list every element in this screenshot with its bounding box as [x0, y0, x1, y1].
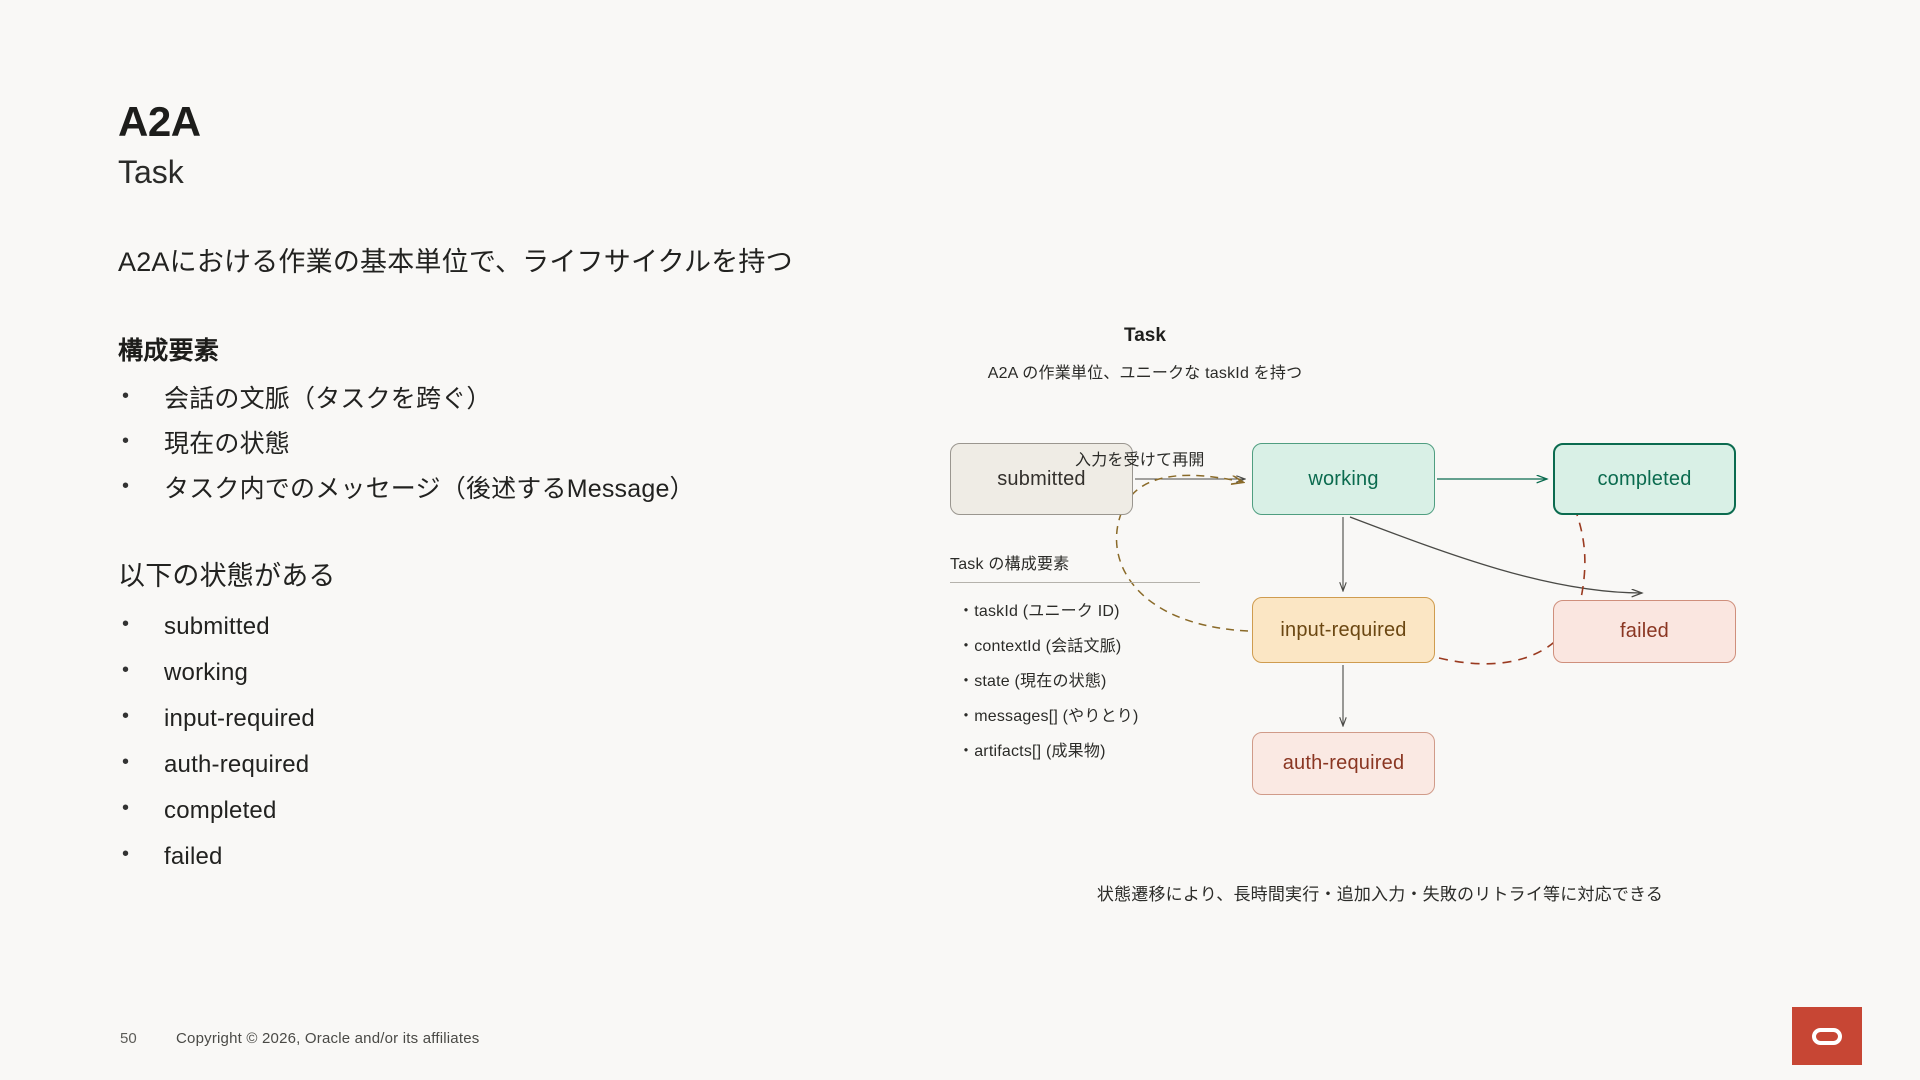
state-node-completed[interactable]: completed [1553, 443, 1736, 515]
list-item: ・state (現在の状態) [958, 673, 1107, 690]
task-state-diagram: Task A2A の作業単位、ユニークな taskId を持つ [930, 325, 1830, 925]
task-components-panel: Task の構成要素 ・taskId (ユニーク ID) ・contextId … [950, 550, 1200, 761]
state-node-label: completed [1597, 467, 1692, 490]
list-item: input-required [118, 706, 918, 731]
diagram-title: Task [1124, 325, 1166, 346]
list-item: completed [118, 798, 918, 823]
state-node-label: failed [1619, 620, 1669, 642]
state-node-input-required[interactable]: input-required [1252, 597, 1435, 663]
components-list: 会話の文脈（タスクを跨ぐ） 現在の状態 タスク内でのメッセージ（後述するMess… [118, 386, 918, 502]
list-item: タスク内でのメッセージ（後述するMessage） [118, 476, 918, 502]
oracle-logo [1792, 1007, 1862, 1065]
states-heading: 以下の状態がある [118, 560, 336, 591]
diagram-subtitle: A2A の作業単位、ユニークな taskId を持つ [987, 365, 1303, 382]
lead-paragraph: A2Aにおける作業の基本単位で、ライフサイクルを持つ [118, 247, 793, 278]
copyright-text: Copyright © 2026, Oracle and/or its affi… [176, 1030, 480, 1047]
list-item: 会話の文脈（タスクを跨ぐ） [118, 386, 918, 412]
state-node-working[interactable]: working [1252, 443, 1435, 515]
list-item: failed [118, 844, 918, 869]
components-heading: 構成要素 [118, 336, 220, 365]
state-node-label: working [1308, 467, 1379, 490]
state-node-label: input-required [1280, 618, 1407, 641]
list-item: ・contextId (会話文脈) [958, 638, 1122, 655]
page-number: 50 [120, 1030, 137, 1047]
states-list: submitted working input-required auth-re… [118, 614, 918, 869]
list-item: auth-required [118, 752, 918, 777]
list-item: working [118, 660, 918, 685]
oracle-o-icon [1812, 1027, 1842, 1045]
list-item: submitted [118, 614, 918, 639]
page-title: A2A [118, 98, 201, 145]
diagram-caption: 状態遷移により、長時間実行・追加入力・失敗のリトライ等に対応できる [1096, 885, 1664, 904]
state-node-submitted[interactable]: submitted [950, 443, 1133, 515]
state-node-failed[interactable]: failed [1553, 600, 1736, 663]
state-node-label: auth-required [1282, 752, 1405, 774]
list-item: ・artifacts[] (成果物) [958, 743, 1106, 760]
list-item: ・messages[] (やりとり) [958, 708, 1139, 725]
state-node-label: submitted [997, 467, 1086, 490]
task-components-panel-title: Task の構成要素 [950, 550, 1200, 583]
list-item: 現在の状態 [118, 431, 918, 457]
list-item: ・taskId (ユニーク ID) [958, 603, 1120, 620]
state-node-auth-required[interactable]: auth-required [1252, 732, 1435, 795]
left-content-column: A2A Task A2Aにおける作業の基本単位で、ライフサイクルを持つ 構成要素… [118, 98, 918, 869]
task-components-list: ・taskId (ユニーク ID) ・contextId (会話文脈) ・sta… [950, 597, 1200, 761]
page-subtitle: Task [118, 154, 184, 191]
edge-working-to-failed [1349, 516, 1642, 593]
edge-label-resume-on-input: 入力を受けて再開 [1075, 452, 1205, 469]
